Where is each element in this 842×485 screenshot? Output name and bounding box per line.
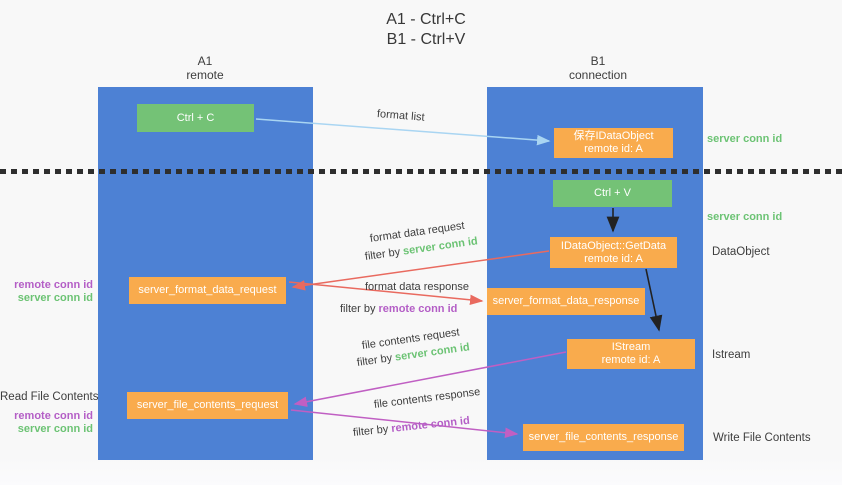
file-contents-response-label: file contents response [373, 386, 481, 411]
filter-by-text: filter by [356, 351, 396, 369]
filter-by-remote-conn-id-label-2: filter by remote conn id [352, 415, 470, 439]
node-save-dataobject-line1: 保存IDataObject [573, 130, 654, 142]
dataobject-annotation: DataObject [712, 246, 770, 258]
node-file-contents-request: server_file_contents_request [127, 392, 288, 419]
node-format-data-request: server_format_data_request [129, 277, 286, 304]
node-file-contents-response-label: server_file_contents_response [528, 431, 679, 443]
node-istream-line1: IStream [611, 341, 651, 353]
filter-by-text: filter by [352, 423, 392, 439]
node-format-data-response-label: server_format_data_response [492, 295, 640, 307]
node-format-data-response: server_format_data_response [487, 288, 645, 315]
lane-b-header: B1 connection [528, 54, 668, 82]
node-getdata-line1: IDataObject::GetData [560, 239, 667, 252]
server-conn-id-annotation-1: server conn id [17, 292, 93, 304]
node-format-data-request-label: server_format_data_request [138, 284, 277, 296]
node-getdata-line2: remote id: A [584, 252, 643, 265]
filter-by-text: filter by [364, 245, 404, 263]
node-file-contents-request-label: server_file_contents_request [136, 399, 279, 411]
node-ctrl-v-label: Ctrl + V [594, 187, 631, 199]
node-ctrl-c-label: Ctrl + C [176, 111, 215, 124]
lane-a-name: A1 [197, 54, 213, 68]
lane-a-role: remote [186, 68, 224, 82]
server-conn-id-annotation-2: server conn id [17, 423, 93, 435]
boundary-dashed-line [0, 169, 842, 174]
lane-b-name: B1 [590, 54, 606, 68]
lane-a-header: A1 remote [135, 54, 275, 82]
remote-conn-id-text: remote conn id [390, 414, 471, 435]
remote-conn-id-text: remote conn id [378, 303, 458, 315]
istream-annotation: Istream [712, 349, 751, 361]
node-getdata: IDataObject::GetData remote id: A [550, 237, 677, 268]
node-istream: IStream remote id: A [567, 339, 695, 369]
format-list-label: format list [376, 108, 426, 124]
node-istream-line2: remote id: A [601, 354, 661, 366]
write-file-contents-annotation: Write File Contents [713, 432, 811, 444]
node-file-contents-response: server_file_contents_response [523, 424, 684, 451]
lane-b-role: connection [568, 68, 628, 82]
filter-by-text: filter by [340, 303, 379, 315]
format-data-response-label: format data response [365, 281, 469, 293]
filter-by-remote-conn-id-label-1: filter by remote conn id [340, 303, 457, 315]
remote-conn-id-annotation-2: remote conn id [14, 410, 93, 422]
read-file-contents-annotation: Read File Contents [0, 391, 99, 403]
node-ctrl-v: Ctrl + V [553, 180, 672, 207]
node-save-dataobject: 保存IDataObject remote id: A [554, 128, 673, 158]
server-conn-id-annotation-top: server conn id [707, 133, 783, 145]
title-line-1: A1 - Ctrl+C [386, 11, 466, 28]
title-line-2: B1 - Ctrl+V [386, 31, 466, 48]
server-conn-id-annotation-mid: server conn id [707, 211, 783, 223]
page-title: A1 - Ctrl+C B1 - Ctrl+V [326, 10, 526, 50]
node-save-dataobject-line2: remote id: A [584, 143, 643, 155]
remote-conn-id-annotation-1: remote conn id [14, 279, 93, 291]
node-ctrl-c: Ctrl + C [137, 104, 254, 132]
